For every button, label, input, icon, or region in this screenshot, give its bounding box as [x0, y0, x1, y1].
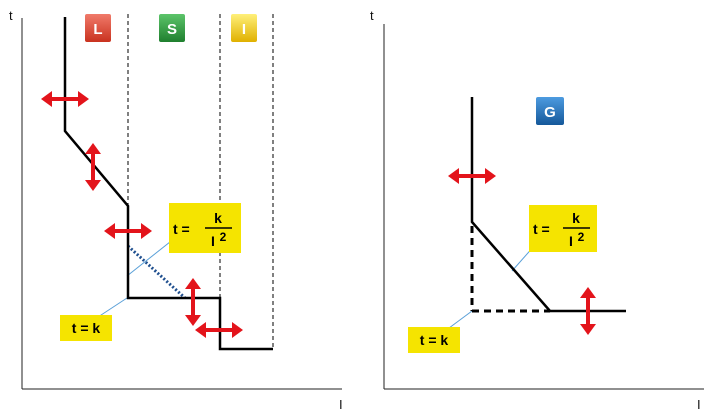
dotted-i2t-curve: [126, 244, 187, 300]
formula-constant-right: t = k: [408, 327, 460, 353]
double-arrow-icon: [41, 91, 89, 107]
double-arrow-icon: [85, 143, 101, 191]
lsi-trip-curve: [63, 17, 273, 351]
formula-exponent: 2: [220, 230, 227, 244]
right-y-axis-label: t: [370, 8, 374, 23]
svg-text:t = k: t = k: [72, 320, 101, 336]
svg-text:I: I: [569, 233, 573, 249]
leader-line-inverse-square: [126, 237, 176, 277]
formula-numerator: k: [214, 210, 222, 226]
svg-text:t =: t =: [533, 221, 550, 237]
formula-denominator: I: [211, 233, 215, 249]
left-panel: t I L S I t = k I: [9, 8, 343, 412]
badge-s: S: [159, 14, 185, 42]
formula-lhs: t =: [173, 221, 190, 237]
formula-inverse-square-right: t = k I 2: [529, 205, 597, 252]
svg-text:G: G: [544, 104, 556, 121]
svg-text:L: L: [93, 21, 102, 38]
svg-text:S: S: [167, 21, 177, 38]
double-arrow-icon: [185, 278, 201, 326]
svg-text:2: 2: [578, 230, 585, 244]
svg-text:I: I: [242, 21, 246, 38]
badge-i: I: [231, 14, 257, 42]
svg-text:k: k: [572, 210, 580, 226]
badge-g: G: [536, 97, 564, 125]
double-arrow-icon: [580, 287, 596, 335]
double-arrow-icon: [195, 322, 243, 338]
right-panel: t I G t = k I 2 t = k: [370, 8, 704, 412]
left-x-axis-label: I: [339, 397, 343, 412]
right-x-axis-label: I: [697, 397, 701, 412]
badge-l: L: [85, 14, 111, 42]
g-trip-curve: [470, 97, 626, 313]
formula-inverse-square-left: t = k I 2: [169, 203, 241, 253]
formula-constant-left: t = k: [60, 315, 112, 341]
double-arrow-icon: [104, 223, 152, 239]
svg-text:t = k: t = k: [420, 332, 449, 348]
double-arrow-icon: [448, 168, 496, 184]
left-y-axis-label: t: [9, 8, 13, 23]
